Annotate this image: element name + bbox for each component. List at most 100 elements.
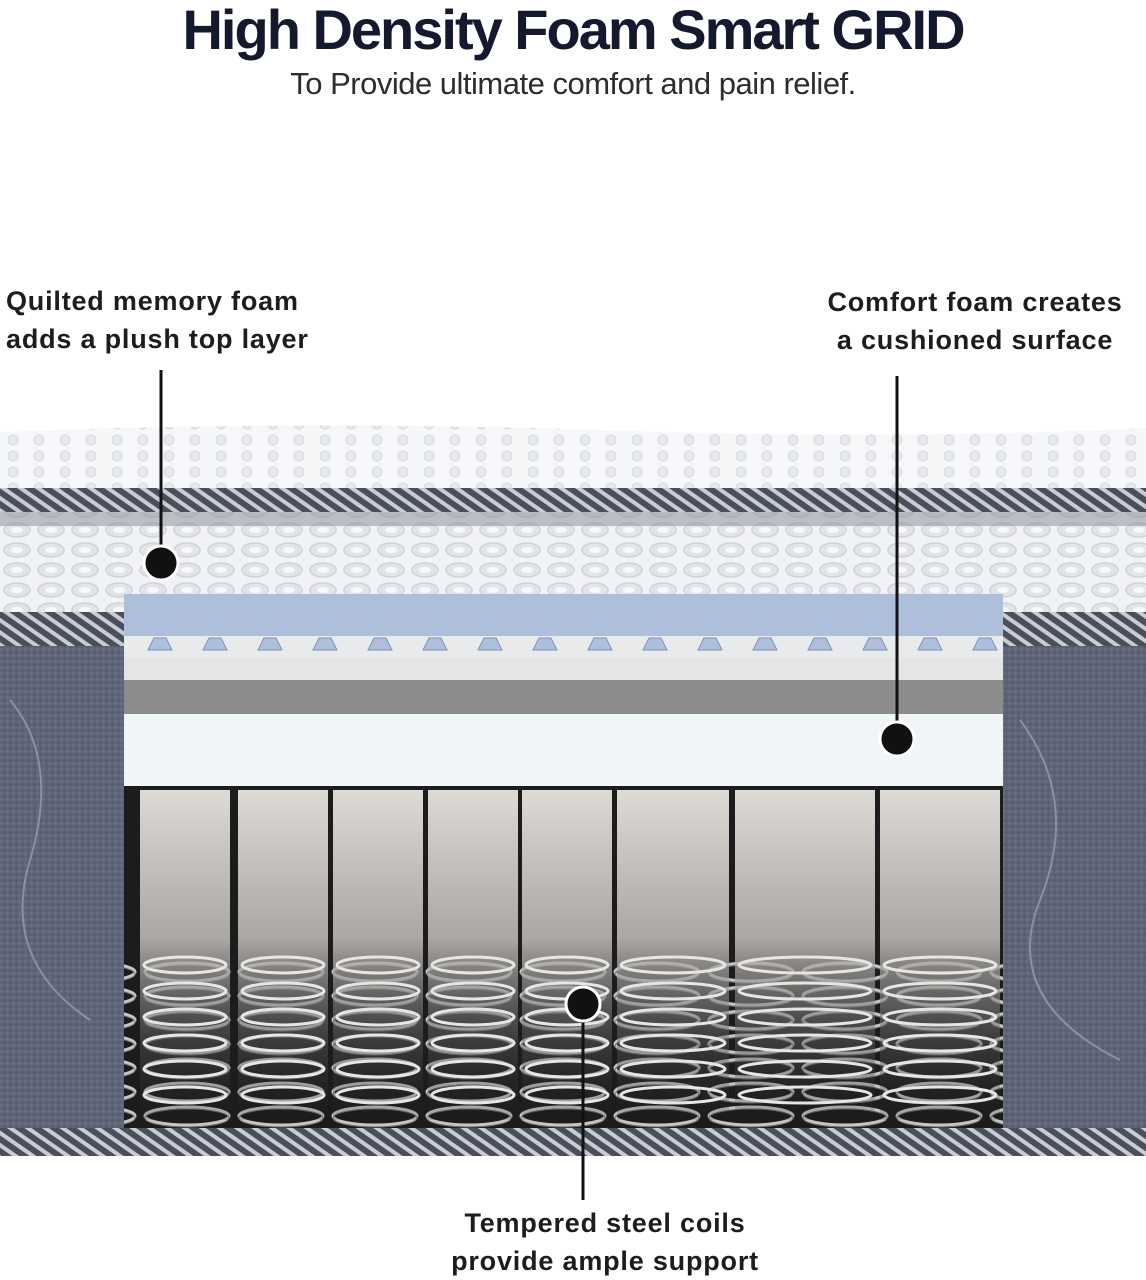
steel-coil-ring bbox=[430, 1059, 516, 1079]
pointer-dot-coils bbox=[564, 985, 602, 1023]
steel-coil-ring bbox=[619, 1085, 727, 1105]
steel-coil-ring bbox=[882, 1033, 998, 1053]
grid-bump bbox=[202, 637, 228, 651]
grid-bump bbox=[532, 637, 558, 651]
grid-bump bbox=[752, 637, 778, 651]
steel-coil-ring bbox=[524, 955, 610, 975]
grid-bump bbox=[477, 637, 503, 651]
grid-bump bbox=[367, 637, 393, 651]
steel-coil-ring bbox=[430, 981, 516, 1001]
steel-coil-ring bbox=[882, 1059, 998, 1079]
grid-bump bbox=[697, 637, 723, 651]
steel-coil-ring bbox=[430, 1033, 516, 1053]
steel-coil-ring bbox=[882, 1085, 998, 1105]
callout-line-1: Tempered steel coils bbox=[464, 1208, 746, 1238]
steel-coil-ring bbox=[524, 1085, 610, 1105]
steel-coil-ring bbox=[335, 1033, 421, 1053]
steel-coil-ring bbox=[619, 1059, 727, 1079]
steel-coil-ring bbox=[430, 1007, 516, 1027]
steel-coil-ring bbox=[882, 955, 998, 975]
steel-coil-ring bbox=[335, 1059, 421, 1079]
callout-pointer-comfort bbox=[878, 376, 916, 758]
pointer-dot-comfort bbox=[878, 720, 916, 758]
grid-bump bbox=[422, 637, 448, 651]
upper-piping bbox=[0, 488, 1146, 512]
comfort-foam-layer bbox=[124, 714, 1003, 786]
steel-coil-ring bbox=[737, 955, 873, 975]
steel-coil-ring bbox=[882, 981, 998, 1001]
dense-foam-layer bbox=[124, 680, 1003, 714]
steel-coil-ring bbox=[335, 955, 421, 975]
callout-line-1: Comfort foam creates bbox=[827, 287, 1123, 317]
callout-pointer-coils bbox=[564, 985, 602, 1200]
steel-coil-ring bbox=[240, 1007, 326, 1027]
steel-coil-ring bbox=[524, 1059, 610, 1079]
grid-bump bbox=[642, 637, 668, 651]
steel-coil-ring bbox=[240, 981, 326, 1001]
page-subtitle: To Provide ultimate comfort and pain rel… bbox=[290, 66, 856, 101]
steel-coil-ring bbox=[737, 1059, 873, 1079]
coil-pocket bbox=[617, 790, 729, 1120]
steel-coil-ring bbox=[142, 981, 228, 1001]
callout-comfort-foam: Comfort foam creates a cushioned surface bbox=[808, 283, 1142, 359]
steel-coil-ring bbox=[737, 1085, 873, 1105]
transition-foam-layer bbox=[124, 658, 1003, 680]
callout-quilted-memory-foam: Quilted memory foam adds a plush top lay… bbox=[6, 282, 309, 358]
steel-coil-ring bbox=[240, 1059, 326, 1079]
lower-piping-right bbox=[1003, 612, 1146, 646]
bottom-piping bbox=[0, 1128, 1146, 1156]
steel-coil-ring bbox=[240, 1085, 326, 1105]
grid-bump bbox=[917, 637, 943, 651]
callout-line-2: adds a plush top layer bbox=[6, 324, 309, 354]
steel-coil-ring bbox=[619, 1033, 727, 1053]
grid-bump bbox=[147, 637, 173, 651]
grid-bump bbox=[587, 637, 613, 651]
grid-bump bbox=[862, 637, 888, 651]
steel-coil-ring bbox=[619, 1007, 727, 1027]
side-fabric-right bbox=[1003, 646, 1146, 1130]
steel-coil-ring bbox=[240, 1033, 326, 1053]
grid-bump bbox=[312, 637, 338, 651]
grid-bump bbox=[807, 637, 833, 651]
top-quilted-cover bbox=[0, 425, 1146, 492]
steel-coil-ring bbox=[430, 955, 516, 975]
steel-coil-ring bbox=[240, 955, 326, 975]
callout-line-2: a cushioned surface bbox=[836, 325, 1114, 355]
steel-coil-ring bbox=[619, 955, 727, 975]
steel-coil-ring bbox=[737, 1033, 873, 1053]
callout-line-2: provide ample support bbox=[451, 1246, 759, 1276]
steel-coil-ring bbox=[335, 1085, 421, 1105]
callout-pointer-quilted bbox=[142, 370, 180, 582]
gel-foam-grid-layer bbox=[124, 594, 1003, 658]
steel-coil-ring bbox=[619, 981, 727, 1001]
steel-coil-ring bbox=[737, 1007, 873, 1027]
steel-coil-ring bbox=[335, 1007, 421, 1027]
page-title: High Density Foam Smart GRID bbox=[182, 0, 965, 61]
coil-pocket bbox=[140, 790, 230, 1120]
pointer-dot-quilted bbox=[142, 544, 180, 582]
coil-pocket bbox=[880, 790, 1000, 1120]
steel-coil-ring bbox=[335, 981, 421, 1001]
coil-pocket bbox=[522, 790, 612, 1120]
grid-bump bbox=[257, 637, 283, 651]
steel-coil-ring bbox=[430, 1085, 516, 1105]
steel-coil-ring bbox=[142, 1059, 228, 1079]
steel-coil-ring bbox=[142, 1085, 228, 1105]
coil-chamber bbox=[124, 786, 1003, 1130]
coil-pocket bbox=[428, 790, 518, 1120]
callout-line-1: Quilted memory foam bbox=[6, 286, 299, 316]
steel-coil-ring bbox=[142, 1033, 228, 1053]
steel-coil-ring bbox=[524, 1033, 610, 1053]
steel-coil-ring bbox=[142, 1007, 228, 1027]
steel-coil-ring bbox=[882, 1007, 998, 1027]
coil-pocket bbox=[333, 790, 423, 1120]
steel-coil-ring bbox=[142, 955, 228, 975]
side-fabric-left bbox=[0, 646, 126, 1130]
callout-steel-coils: Tempered steel coils provide ample suppo… bbox=[400, 1204, 810, 1280]
coil-pocket bbox=[735, 790, 875, 1120]
grid-bump bbox=[972, 637, 998, 651]
coil-pocket bbox=[238, 790, 328, 1120]
lower-piping-left bbox=[0, 612, 124, 646]
steel-coil-ring bbox=[737, 981, 873, 1001]
